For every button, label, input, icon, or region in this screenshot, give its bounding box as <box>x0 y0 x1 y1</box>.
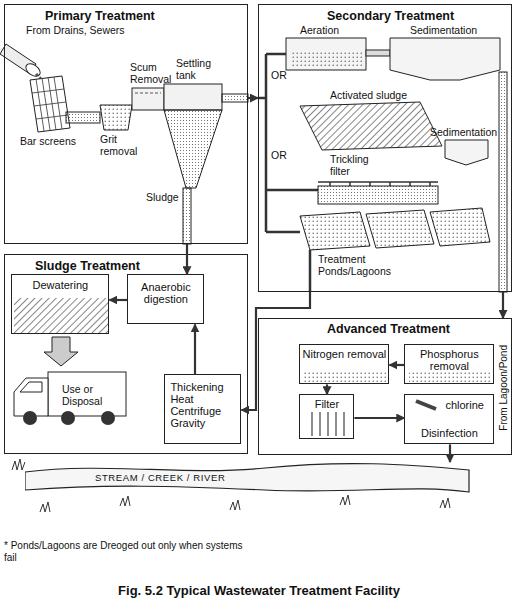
footnote: * Ponds/Lagoons are Dreoged out only whe… <box>4 540 244 563</box>
process-label: STREAM / CREEK / RIVER <box>95 472 355 484</box>
settling-tank <box>164 84 222 110</box>
part-label: Sedimentation <box>430 127 510 139</box>
pipe-mouth <box>24 61 43 78</box>
part-label: Scum Removal <box>130 62 170 85</box>
part-label: Sludge <box>146 192 186 204</box>
treatment-pond <box>366 210 434 248</box>
process-label: chlorine <box>445 399 493 411</box>
dewatering-bed <box>14 298 108 333</box>
stream-outline <box>25 462 470 494</box>
part-label: Use or Disposal <box>62 384 120 407</box>
outlet-pipe <box>222 94 248 102</box>
stage-heading: Sludge Treatment <box>35 260 225 272</box>
part-label: Treatment Ponds/Lagoons <box>318 254 408 277</box>
transfer-pipe <box>366 50 390 56</box>
flow-pipe <box>326 384 328 394</box>
sedimentation-tank <box>390 38 500 80</box>
flow-pipe <box>354 417 404 419</box>
part-label: Settling tank <box>176 58 222 81</box>
process-tank: Phosphorus removal <box>404 344 494 384</box>
part-label: Bar screens <box>20 136 95 148</box>
process-box: Dewatering <box>11 274 109 334</box>
truck-wheel <box>101 411 115 425</box>
part-label: Activated sludge <box>330 90 430 102</box>
scum-layer <box>135 93 161 94</box>
bar-screen <box>30 76 70 132</box>
process-label: Anaerobic digestion <box>128 281 203 305</box>
part-label: OR <box>271 70 293 82</box>
aeration-tank <box>286 38 366 70</box>
part-label: Grit removal <box>100 134 144 157</box>
truck-wheel <box>61 411 75 425</box>
flow-pipe <box>449 444 451 462</box>
sludge-pipe <box>183 188 191 244</box>
sedimentation-tank <box>445 140 488 165</box>
part-label: Sedimentation <box>410 25 495 37</box>
figure-caption: Fig. 5.2 Typical Wastewater Treatment Fa… <box>0 583 518 598</box>
treatment-stage-box: Secondary Treatment <box>258 4 512 292</box>
flow-pipe <box>248 97 258 99</box>
flow-pipe <box>241 292 310 410</box>
part-label: Aeration <box>300 25 360 37</box>
truck-body <box>48 372 126 416</box>
process-label: Phosphorus removal <box>405 348 493 372</box>
flow-pipe <box>186 244 188 274</box>
air-bubbles <box>290 50 362 68</box>
stage-heading: Advanced Treatment <box>327 323 507 335</box>
chlorine-feed <box>416 401 436 409</box>
process-label: Thickening Heat Centrifuge Gravity <box>170 381 238 429</box>
stage-heading: Primary Treatment <box>45 10 235 22</box>
stream-band: STREAM / CREEK / RIVER <box>25 462 470 494</box>
process-label: Disinfection <box>405 427 493 439</box>
process-label: Dewatering <box>12 279 108 291</box>
treatment-stage-box: Advanced TreatmentNitrogen removal Phosph… <box>258 318 512 455</box>
flow-pipe <box>389 364 404 366</box>
truck-wheel <box>23 411 37 425</box>
nitrogen-media <box>304 370 386 382</box>
process-label: Nitrogen removal <box>300 348 388 360</box>
screen-grid <box>32 77 68 131</box>
flow-pipe <box>194 324 196 374</box>
grit-tank <box>100 105 132 130</box>
sludge-hopper <box>164 110 222 188</box>
part-label: From Drains, Sewers <box>26 25 141 37</box>
effluent-pipe <box>499 72 507 292</box>
flow-pipe <box>502 292 504 318</box>
truck-cab <box>14 378 48 416</box>
block-arrow <box>44 337 78 366</box>
process-label: Filter <box>300 398 353 410</box>
treatment-stage-box: Sludge TreatmentDewatering Anaerobic dige… <box>4 254 248 454</box>
sprinkler-arm <box>318 182 438 186</box>
activated-sludge-bed <box>300 102 442 150</box>
stream-banks <box>25 464 469 492</box>
scum-tank <box>132 88 164 110</box>
part-label: From Lagoon/Pond <box>498 345 510 431</box>
treatment-stage-box: Primary Treatment <box>4 4 248 244</box>
truck-window <box>20 382 42 392</box>
return-pipe <box>309 250 312 292</box>
trickling-filter-bed <box>318 186 438 204</box>
process-box: Anaerobic digestion <box>127 274 204 324</box>
flow-pipe <box>109 299 127 301</box>
channel <box>66 112 100 123</box>
filter-box: Filter <box>299 394 354 439</box>
process-box: Thickening Heat Centrifuge Gravity <box>164 374 241 444</box>
part-label: Trickling filter <box>330 154 385 177</box>
treatment-pond <box>300 212 370 250</box>
process-tank: chlorineDisinfection <box>404 394 494 444</box>
stage-heading: Secondary Treatment <box>327 10 507 22</box>
part-label: OR <box>271 150 293 162</box>
filter-media <box>312 412 344 436</box>
treatment-pond <box>430 208 490 246</box>
process-tank: Nitrogen removal <box>299 344 389 384</box>
distribution-pipe <box>258 54 318 232</box>
